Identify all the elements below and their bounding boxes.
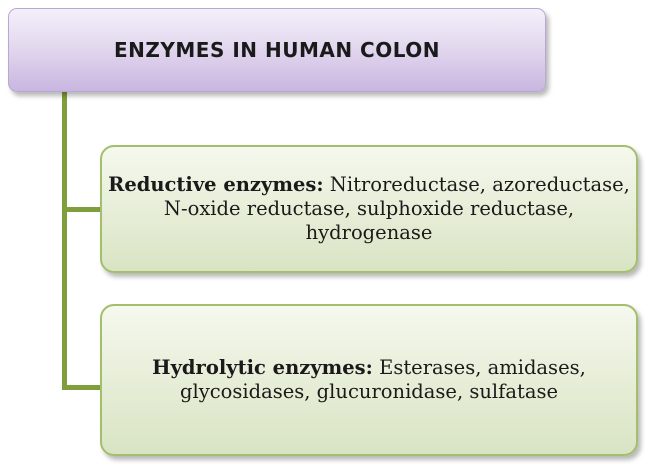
hydrolytic-enzymes-heading: Hydrolytic enzymes: [152,355,373,379]
reductive-enzymes-heading: Reductive enzymes: [108,172,324,196]
hydrolytic-enzymes-node: Hydrolytic enzymes: Esterases, amidases,… [100,304,638,456]
tree-connector-branch-1 [62,207,100,212]
root-node: ENZYMES IN HUMAN COLON [8,8,546,92]
hydrolytic-enzymes-list: Esterases, amidases, glycosidases, glucu… [179,355,586,403]
tree-connector-branch-2 [62,385,100,390]
reductive-enzymes-text: Reductive enzymes: Nitroreductase, azore… [108,173,630,246]
root-node-title: ENZYMES IN HUMAN COLON [114,38,440,62]
reductive-enzymes-list: Nitroreductase, azoreductase, N-oxide re… [163,172,630,245]
hydrolytic-enzymes-text: Hydrolytic enzymes: Esterases, amidases,… [108,356,630,404]
tree-connector-vertical [62,92,67,390]
reductive-enzymes-node: Reductive enzymes: Nitroreductase, azore… [100,145,638,273]
